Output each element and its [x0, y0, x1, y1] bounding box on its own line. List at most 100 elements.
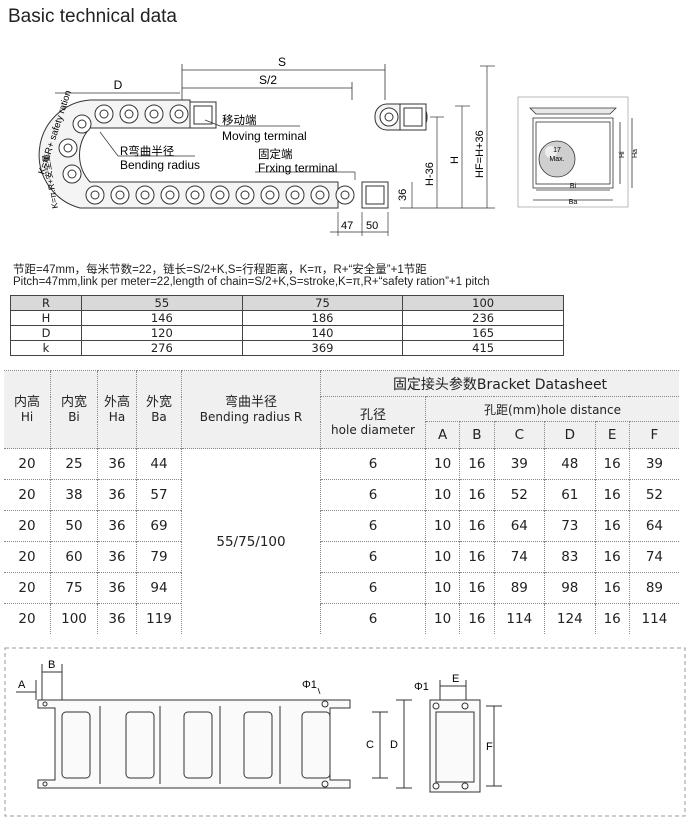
radius-cell: 120 [81, 325, 243, 341]
dim-f: F [486, 741, 493, 753]
moving-end-piece [374, 103, 428, 131]
table-row: 20 25 36 44 55/75/100 6 10 16 39 48 16 3… [4, 448, 679, 634]
cell: 50 [50, 510, 98, 542]
cell: 16 [459, 603, 495, 634]
radius-row-label: D [10, 325, 82, 341]
cell: 52 [493, 479, 545, 511]
cell: 39 [628, 448, 679, 480]
dim-h36-label: H-36 [424, 162, 436, 186]
cell: 16 [459, 572, 495, 604]
cell: 10 [424, 448, 460, 480]
cell: 20 [4, 541, 51, 573]
cell: 6 [320, 541, 426, 573]
cell: 20 [4, 479, 51, 511]
cell: 20 [4, 603, 51, 634]
lower-rollers [85, 185, 355, 205]
radius-cell: 236 [402, 310, 564, 326]
fixing-terminal-cn: 固定端 [258, 147, 293, 161]
cell: 6 [320, 603, 426, 634]
cell: 61 [544, 479, 596, 511]
radius-cell: 186 [241, 310, 404, 326]
radius-cell: 140 [241, 325, 404, 341]
cell: 114 [628, 603, 679, 634]
cell: 6 [320, 448, 426, 480]
cell: 10 [424, 479, 460, 511]
cell: 79 [136, 541, 182, 573]
bracket-drawing: A B Φ1 C D Φ1 E F [4, 647, 686, 817]
col-e: E [594, 421, 630, 449]
page-title: Basic technical data [8, 6, 177, 27]
moving-terminal-inner [193, 105, 213, 125]
cross-ha: Ha [632, 149, 639, 158]
bending-value: 55/75/100 [181, 448, 321, 634]
dim-s [55, 64, 386, 100]
col-d: D [544, 421, 596, 449]
chain-drawing: S S/2 D [36, 55, 639, 236]
cross-max: Max. [549, 156, 564, 163]
radius-row: k 276 369 415 [10, 340, 564, 356]
cell: 16 [459, 448, 495, 480]
dim-s-label: S [278, 55, 286, 69]
pitch-note-en: Pitch=47mm,link per meter=22,length of c… [13, 276, 490, 288]
bending-radius-en: Bending radius [120, 158, 200, 172]
table-row: 20 60 36 79 6 10 16 74 83 16 74 [4, 541, 679, 573]
cell: 83 [544, 541, 596, 573]
cell: 64 [493, 510, 545, 542]
cell: 36 [97, 448, 137, 480]
cell: 10 [424, 541, 460, 573]
cell: 16 [594, 510, 630, 542]
dim-e: E [452, 673, 459, 685]
dim-phi2: Φ1 [414, 681, 429, 693]
cell: 74 [628, 541, 679, 573]
cell: 10 [424, 510, 460, 542]
cell: 75 [50, 572, 98, 604]
cell: 10 [424, 572, 460, 604]
radius-table: R 55 75 100 H 146 186 236 D 120 140 165 … [10, 295, 564, 356]
cell: 52 [628, 479, 679, 511]
dim-d: D [390, 739, 398, 751]
cell: 64 [628, 510, 679, 542]
cell: 73 [544, 510, 596, 542]
cell: 74 [493, 541, 545, 573]
cell: 38 [50, 479, 98, 511]
radius-cell: 55 [81, 295, 243, 311]
cell: 36 [97, 541, 137, 573]
cell: 36 [97, 479, 137, 511]
cross-ba: Ba [569, 199, 578, 206]
radius-cell: 146 [81, 310, 243, 326]
cell: 94 [136, 572, 182, 604]
radius-cell: 100 [402, 295, 564, 311]
bracket-title: 固定接头参数Bracket Datasheet [320, 370, 679, 397]
cell: 124 [544, 603, 596, 634]
cell: 16 [594, 479, 630, 511]
radius-cell: 75 [241, 295, 404, 311]
cross-17: 17 [553, 147, 561, 154]
radius-row: R 55 75 100 [10, 295, 564, 311]
cell: 16 [459, 479, 495, 511]
cell: 36 [97, 572, 137, 604]
dim-hf-label: HF=H+36 [474, 130, 486, 178]
cell: 98 [544, 572, 596, 604]
cell: 48 [544, 448, 596, 480]
radius-cell: 369 [241, 340, 404, 356]
cell: 20 [4, 448, 51, 480]
dim-47-label: 47 [341, 220, 353, 232]
radius-row: H 146 186 236 [10, 310, 564, 326]
cell: 89 [493, 572, 545, 604]
radius-row-label: R [10, 295, 82, 311]
col-b: B [459, 421, 495, 449]
cell: 20 [4, 510, 51, 542]
dim-a: A [18, 679, 26, 691]
cell: 16 [459, 541, 495, 573]
cell: 16 [594, 448, 630, 480]
dim-s2-label: S/2 [259, 73, 277, 87]
moving-terminal-en: Moving terminal [222, 129, 307, 143]
cross-section-view [517, 96, 633, 208]
chain-outline [38, 99, 339, 209]
col-f: F [628, 421, 679, 449]
header-hole-distance: 孔距(mm)hole distance [425, 396, 679, 422]
dim-36-label: 36 [397, 189, 409, 201]
